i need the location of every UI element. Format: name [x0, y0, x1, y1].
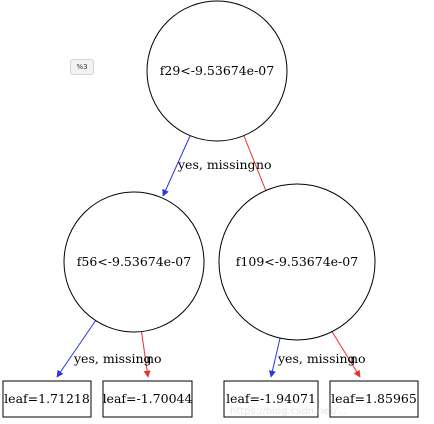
edge-label-left-left: yes, missing [73, 351, 152, 366]
edge-left-right [140, 327, 151, 378]
edge-label-root-right: no [256, 157, 272, 172]
leaf-label-rr: leaf=1.85965 [331, 391, 417, 406]
leaf-node-ll: leaf=1.71218 [2, 380, 92, 418]
edge-right-left [269, 333, 282, 378]
node-right: f109<-9.53674e-07 [218, 183, 376, 341]
edge-label-root-left: yes, missing [177, 157, 256, 172]
node-right-label: f109<-9.53674e-07 [236, 254, 358, 269]
leaf-node-rl: leaf=-1.94071 [223, 380, 319, 418]
edge-root-left [162, 135, 191, 197]
edge-label-right-left: yes, missing [277, 351, 356, 366]
leaf-label-ll: leaf=1.71218 [4, 391, 90, 406]
node-left-label: f56<-9.53674e-07 [77, 254, 191, 269]
edge-label-right-right: no [350, 351, 366, 366]
edge-left-left [56, 319, 97, 378]
leaf-label-lr: leaf=-1.70044 [103, 391, 193, 406]
leaf-node-rr: leaf=1.85965 [329, 380, 419, 418]
edge-right-right [330, 329, 361, 378]
node-root-label: f29<-9.53674e-07 [160, 63, 274, 78]
edge-label-left-right: no [146, 351, 162, 366]
watermark: https://blog.csdn.net/... [230, 406, 347, 417]
leaf-node-lr: leaf=-1.70044 [102, 380, 193, 418]
graph-id-badge: %3 [70, 59, 94, 75]
node-root: f29<-9.53674e-07 [146, 0, 288, 142]
edge-root-right [243, 135, 269, 197]
leaf-label-rl: leaf=-1.94071 [226, 391, 316, 406]
node-left: f56<-9.53674e-07 [63, 191, 205, 333]
